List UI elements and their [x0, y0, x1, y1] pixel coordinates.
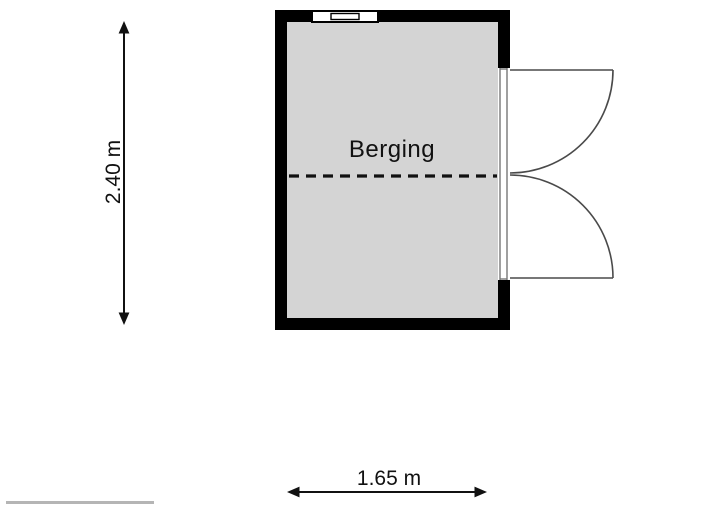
window — [311, 10, 379, 23]
height-dimension-arrow — [118, 21, 130, 325]
arrow-head-up-icon — [118, 21, 130, 34]
door-frame — [499, 68, 508, 280]
arrow-head-left-icon — [287, 486, 300, 498]
arrow-head-down-icon — [118, 312, 130, 325]
arrow-head-right-icon — [474, 486, 487, 498]
room-floor — [287, 22, 498, 318]
door-swing-arc-top — [509, 69, 614, 174]
door-bottom-leaf — [509, 174, 614, 279]
window-pane — [330, 12, 360, 21]
door-top-leaf — [509, 69, 614, 174]
height-dimension-label: 2.40 m — [102, 139, 125, 205]
width-dimension-label: 1.65 m — [356, 467, 422, 490]
room-label: Berging — [348, 136, 436, 163]
width-dimension-arrow — [287, 486, 487, 498]
door-opening — [498, 68, 511, 280]
watermark-text — [6, 501, 154, 504]
door-swing-arc-bottom — [509, 174, 614, 279]
